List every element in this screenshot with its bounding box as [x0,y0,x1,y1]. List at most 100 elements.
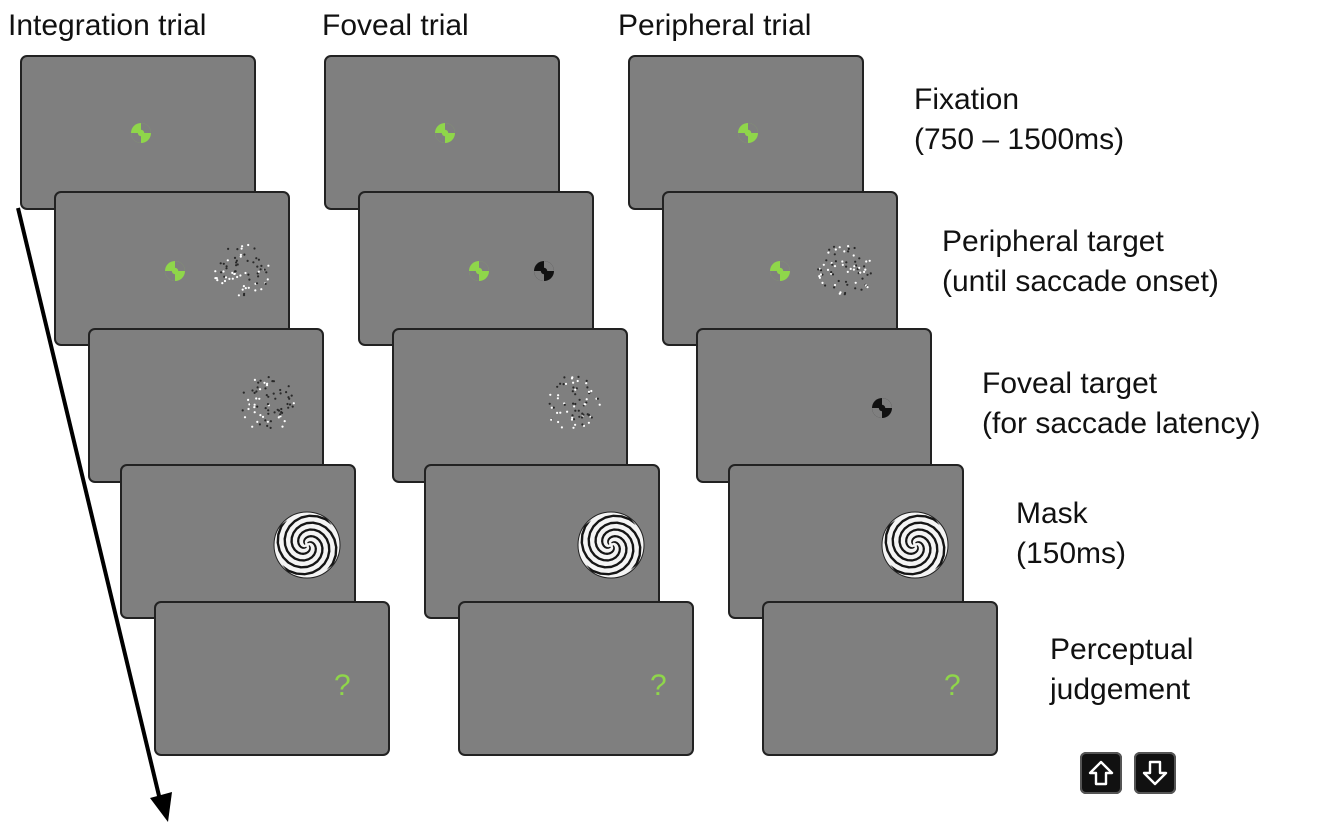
texture-dot [241,409,244,412]
texture-dot [287,406,290,409]
texture-dot [580,416,584,419]
texture-dot [258,397,261,400]
texture-dot [574,393,577,396]
spiral-background [274,512,340,578]
texture-dot [584,403,587,406]
texture-dot [563,403,566,406]
texture-dot [240,247,243,250]
arrow-up-key-icon [1080,752,1122,794]
phase-label-line1: Fixation [914,83,1020,116]
phase-label-line1: Foveal target [982,367,1158,400]
texture-dot [556,385,559,388]
texture-dot [242,391,245,394]
texture-dot [559,382,562,385]
texture-dot [572,418,576,421]
texture-dot [277,416,280,419]
texture-dot [841,263,844,266]
texture-dot [833,253,836,256]
texture-dot [255,257,258,260]
texture-dot [575,387,578,390]
texture-dot [574,402,577,406]
texture-dot [291,405,294,408]
texture-dot [239,274,242,277]
texture-dot [837,279,840,283]
texture-dot [847,250,850,253]
texture-dot [257,275,260,278]
peripheral-mask-screen [728,464,964,619]
texture-dot [860,288,863,291]
texture-dot [241,288,244,291]
texture-dot [253,403,256,406]
texture-dot [228,277,231,280]
texture-dot [281,411,284,414]
texture-dot [259,414,262,417]
texture-dot [221,282,224,285]
texture-dot [244,271,247,275]
texture-dot [225,265,228,268]
texture-dot [822,263,825,266]
texture-dot [233,270,236,273]
integration-foveal-target-screen [88,328,324,483]
texture-dot [248,278,251,281]
texture-dot [863,265,866,268]
phase-label-line2: (for saccade latency) [982,407,1261,440]
spiral-outline [881,511,949,579]
foveal-judgement-screen: ? [458,601,694,756]
peripheral-peripheral-target-screen [662,191,898,346]
texture-dot [257,258,260,261]
texture-dot [236,248,239,251]
texture-dot [254,289,257,292]
texture-dot [257,381,260,384]
peripheral-fixation-screen [628,55,864,210]
phase-label-fixation: Fixation (750 – 1500ms) [914,80,1124,160]
foveal-peripheral-target-screen [358,191,594,346]
foveal-foveal-target-screen [392,328,628,483]
texture-dot [838,246,841,249]
texture-dot [287,385,290,388]
texture-dot [577,409,580,412]
texture-dot [265,394,268,397]
texture-dot [256,386,259,389]
texture-dot [265,271,268,274]
phase-label-line2: (750 – 1500ms) [914,123,1125,156]
texture-dot [290,394,293,397]
spiral-background [578,512,644,578]
texture-dot [577,375,580,378]
texture-dot [267,409,270,412]
texture-dot [858,257,861,260]
texture-dot [582,424,586,427]
texture-dot [283,420,286,423]
texture-dot [557,420,560,424]
foveal-fixation-screen [324,55,560,210]
texture-dot [830,271,833,274]
texture-dot [572,381,575,384]
spiral-mask-icon [881,511,949,579]
texture-dot [269,420,272,423]
texture-dot [574,409,577,412]
texture-dot [578,398,581,401]
texture-dot [222,262,225,265]
texture-dot [549,393,552,396]
dot-pattern-icon [817,245,872,296]
fixation-target-icon [165,261,185,281]
texture-dot [570,418,574,421]
spiral-outline [273,511,341,579]
texture-dot [865,260,868,263]
texture-dot [263,268,266,271]
texture-dot [859,271,862,274]
integration-peripheral-target-screen [54,191,290,346]
texture-dot [233,272,236,275]
black-target-icon [534,261,554,281]
texture-dot [239,255,242,258]
texture-dot [825,259,828,262]
texture-dot [818,276,821,279]
texture-dot [274,397,277,400]
texture-dot [226,259,229,262]
texture-dot [574,388,577,391]
peripheral-foveal-target-screen [696,328,932,483]
texture-dot [866,286,869,289]
texture-dot [285,391,288,394]
texture-dot [248,403,251,406]
texture-dot [286,402,289,406]
texture-dot [863,270,866,273]
